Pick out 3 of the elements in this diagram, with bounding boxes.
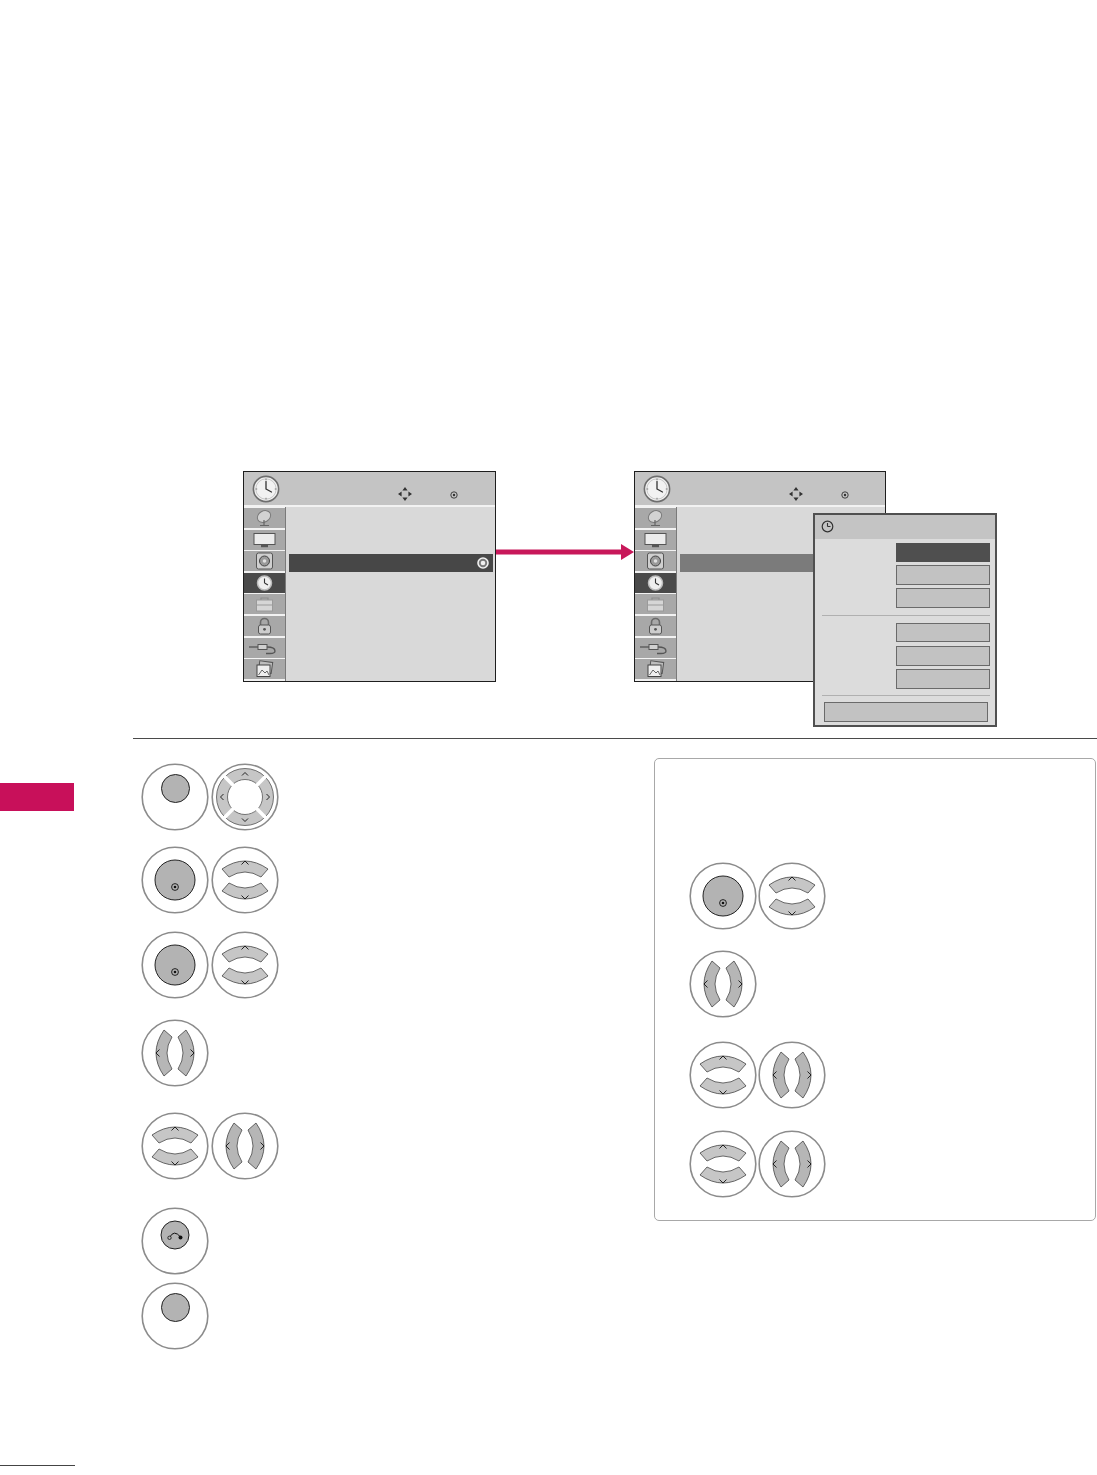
arrow [496,544,634,560]
menu-screen [243,471,496,682]
section-tab [0,783,74,811]
